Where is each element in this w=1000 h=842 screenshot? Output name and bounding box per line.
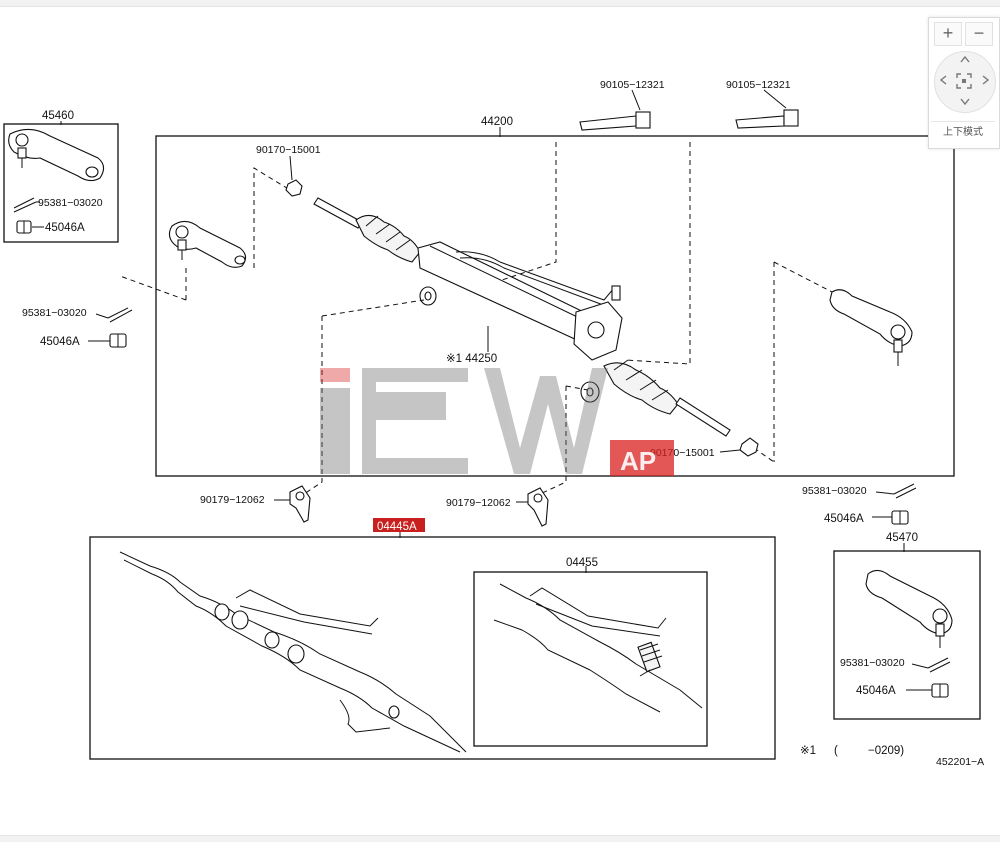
cotter-pin-95381-c <box>893 483 917 499</box>
nut-45046-c <box>891 510 909 525</box>
steering-rack-44250 <box>313 197 731 437</box>
nut-45046-a <box>16 220 32 234</box>
label-90179-right: 90179−12062 <box>446 497 511 509</box>
note-range: −0209) <box>868 745 904 757</box>
bolt-90105-right <box>735 109 799 129</box>
highlight-04445a <box>373 518 425 532</box>
label-95381-c: 95381−03020 <box>802 485 867 497</box>
label-45046-d: 45046A <box>856 685 896 697</box>
nut-45046-d <box>931 683 949 698</box>
page-bottom-bar <box>0 835 1000 842</box>
map-control: + − 上下模式 <box>928 17 1000 149</box>
box-04455 <box>473 571 708 747</box>
label-90105-right: 90105−12321 <box>726 79 791 91</box>
cotter-pin-95381-b <box>107 307 133 323</box>
note-mark: ※1 <box>800 745 816 757</box>
kit-04445a-sketch <box>119 551 467 753</box>
label-90170-left: 90170−15001 <box>256 144 321 156</box>
page-top-bar <box>0 0 1000 7</box>
chevron-up-icon[interactable] <box>960 55 970 66</box>
zoom-in-button[interactable]: + <box>934 22 962 46</box>
label-95381-b: 95381−03020 <box>22 307 87 319</box>
watermark-ap-badge <box>610 440 674 476</box>
tie-rod-end-left <box>168 220 247 268</box>
tie-rod-end-45460 <box>8 128 105 182</box>
cotter-pin-95381-a <box>13 197 37 213</box>
label-95381-a: 95381−03020 <box>38 197 103 209</box>
nut-90170-left <box>285 179 303 197</box>
reset-view-icon[interactable] <box>956 73 972 89</box>
tie-rod-end-right <box>829 289 913 366</box>
label-45046-a: 45046A <box>45 222 85 234</box>
label-04445a[interactable]: 04445A <box>377 521 417 533</box>
watermark-ap-text: AP <box>620 446 656 476</box>
nut-45046-b <box>109 333 127 348</box>
label-90179-left: 90179−12062 <box>200 494 265 506</box>
note-paren-open: ( <box>834 745 838 757</box>
leader-left-tie-rod <box>253 167 291 268</box>
chevron-right-icon[interactable] <box>982 75 990 88</box>
chevron-down-icon[interactable] <box>960 98 970 109</box>
nut-90170-right <box>739 437 759 457</box>
pan-control <box>934 51 996 113</box>
box-44200 <box>155 135 955 477</box>
label-44250: ※1 44250 <box>446 353 497 365</box>
label-90105-left: 90105−12321 <box>600 79 665 91</box>
label-44200: 44200 <box>481 116 513 128</box>
label-45046-c: 45046A <box>824 513 864 525</box>
cotter-pin-95381-d <box>927 657 951 673</box>
label-45046-b: 45046A <box>40 336 80 348</box>
tie-rod-end-45470 <box>865 569 953 648</box>
watermark-logo <box>320 368 608 474</box>
label-04455: 04455 <box>566 557 598 569</box>
label-95381-d: 95381−03020 <box>840 657 905 669</box>
bracket-90179-right <box>527 487 549 527</box>
mode-toggle-button[interactable]: 上下模式 <box>931 121 995 144</box>
zoom-out-button[interactable]: − <box>965 22 993 46</box>
chevron-left-icon[interactable] <box>939 75 947 88</box>
label-45470: 45470 <box>886 532 918 544</box>
kit-04455-sketch <box>493 583 703 713</box>
label-45460: 45460 <box>42 110 74 122</box>
figure-number: 452201−A <box>936 756 984 768</box>
bracket-90179-left <box>289 485 311 523</box>
box-04445a <box>89 536 776 760</box>
box-45470 <box>833 550 981 720</box>
bolt-90105-left <box>579 111 651 131</box>
